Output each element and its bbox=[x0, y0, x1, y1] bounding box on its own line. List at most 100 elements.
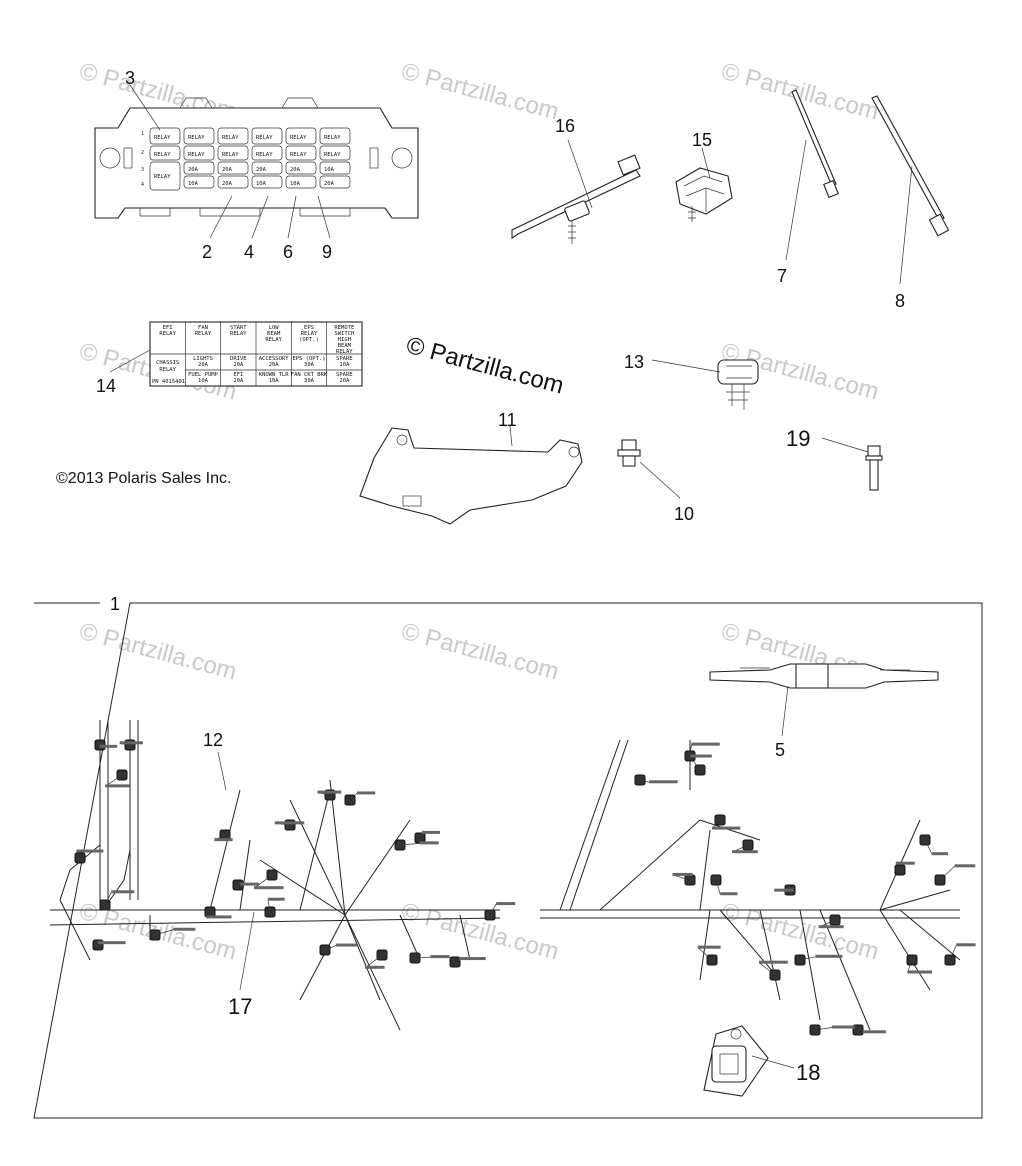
callout-11: 11 bbox=[498, 410, 517, 430]
harness-leader bbox=[414, 956, 431, 959]
harness-branch bbox=[569, 739, 629, 911]
watermark-text: © Partzilla.com bbox=[398, 618, 561, 686]
connector-clip bbox=[675, 167, 733, 222]
harness-leader bbox=[324, 945, 337, 951]
harness-annotation bbox=[907, 970, 932, 974]
harness-annotation bbox=[720, 892, 738, 896]
fuse-cell bbox=[319, 127, 351, 145]
fuse-cell-label: RELAY bbox=[188, 152, 205, 158]
harness-branch bbox=[109, 849, 131, 901]
label-cell-text: 20A bbox=[269, 362, 280, 368]
relay-cell bbox=[149, 161, 181, 191]
harness-branch bbox=[699, 829, 711, 911]
harness-annotation bbox=[173, 927, 196, 931]
harness-leader bbox=[419, 832, 423, 839]
cable-ties bbox=[791, 89, 950, 237]
harness-leader bbox=[639, 779, 650, 783]
harness-branch bbox=[259, 859, 346, 916]
harness-annotation bbox=[430, 955, 450, 959]
label-cell-text: RELAY bbox=[230, 331, 247, 337]
harness-leader bbox=[799, 956, 816, 961]
harness-annotation bbox=[931, 852, 949, 856]
label-cell-text: LIGHTS bbox=[193, 356, 213, 362]
fuse-cell bbox=[149, 145, 181, 161]
main-harness-left bbox=[49, 720, 516, 1031]
harness-branch bbox=[59, 899, 91, 961]
fuse-cell bbox=[251, 175, 283, 189]
fuse-cell-label: 10A bbox=[256, 181, 267, 187]
harness-branch bbox=[699, 909, 711, 981]
label-cell-text: DRIVE bbox=[230, 356, 247, 362]
fuse-cell-label: RELAY bbox=[324, 135, 341, 141]
fuse-cell bbox=[217, 145, 249, 161]
fuse-label-decal: EFIRELAYFANRELAYSTARTRELAYLOWBEAMRELAYEP… bbox=[149, 321, 363, 387]
harness-branch bbox=[209, 789, 241, 911]
label-cell-text: FAN bbox=[198, 325, 208, 331]
label-cell-text: FAN CKT BRK bbox=[291, 372, 328, 378]
fuse-cell bbox=[319, 175, 351, 189]
fuse-row-label: 3 bbox=[141, 167, 144, 173]
watermark-text: © Partzilla.com bbox=[398, 58, 561, 126]
fuse-cell bbox=[183, 161, 215, 175]
fuse-cell bbox=[251, 127, 283, 145]
harness-annotation bbox=[459, 957, 486, 961]
harness-annotation bbox=[335, 943, 357, 947]
harness-annotation bbox=[732, 850, 758, 854]
harness-annotation bbox=[105, 784, 130, 788]
fuse-cell-label: RELAY bbox=[256, 152, 273, 158]
harness-annotation bbox=[697, 945, 721, 949]
leader-lines bbox=[109, 84, 913, 1069]
label-cell-text: SPARE bbox=[336, 356, 353, 362]
label-cell-text: RELAY bbox=[301, 331, 318, 337]
fuse-cell bbox=[251, 161, 283, 175]
fuse-cell bbox=[217, 175, 249, 189]
harness-annotation bbox=[831, 1025, 855, 1029]
fuse-cell bbox=[285, 127, 317, 145]
harness-annotation bbox=[815, 954, 843, 958]
harness-leader bbox=[857, 1029, 863, 1033]
harness-leader bbox=[689, 744, 692, 757]
label-cell-text: SPARE bbox=[336, 372, 353, 378]
harness-annotation bbox=[240, 882, 259, 886]
callout-9: 9 bbox=[322, 242, 332, 262]
callout-1: 1 bbox=[110, 594, 120, 614]
harness-annotation bbox=[818, 925, 844, 929]
harness-leader bbox=[454, 958, 460, 963]
cable-tie-mount bbox=[511, 154, 641, 244]
fuse-cell-label: 20A bbox=[188, 167, 199, 173]
fuse-cell-label: RELAY bbox=[154, 135, 171, 141]
fuse-cell-label: RELAY bbox=[324, 152, 341, 158]
fuse-cell-label: RELAY bbox=[154, 174, 171, 180]
harness-annotation bbox=[862, 1030, 886, 1034]
harness-leader bbox=[814, 1027, 832, 1031]
harness-branch bbox=[799, 909, 821, 1021]
harness-annotation bbox=[356, 791, 376, 795]
harness-annotation bbox=[712, 826, 741, 830]
harness-branch bbox=[344, 819, 411, 916]
inline-fuse-holder bbox=[709, 663, 939, 689]
label-cell-text: RELAY bbox=[265, 337, 282, 343]
label-cell-text: FUEL PUMP bbox=[188, 372, 218, 378]
fuse-cell bbox=[251, 145, 283, 161]
callout-19: 19 bbox=[786, 426, 810, 451]
label-cell-text: (OPT.) bbox=[299, 337, 319, 343]
harness-branch bbox=[559, 739, 621, 911]
fuse-cell bbox=[183, 175, 215, 189]
harness-annotation bbox=[956, 943, 976, 947]
harness-annotation bbox=[421, 830, 441, 834]
harness-leader bbox=[399, 843, 420, 846]
harness-branch bbox=[879, 889, 951, 911]
copyright-notice: ©2013 Polaris Sales Inc. bbox=[56, 470, 231, 487]
harness-leader bbox=[253, 874, 273, 889]
label-cell-text: EFI bbox=[233, 372, 243, 378]
label-cell-text: EPS (OPT.) bbox=[292, 356, 325, 362]
fuse-cell bbox=[285, 145, 317, 161]
fuse-cell bbox=[319, 145, 351, 161]
harness-annotation bbox=[690, 754, 712, 758]
label-cell-text: HIGH bbox=[338, 337, 351, 343]
callout-4: 4 bbox=[244, 242, 254, 262]
harness-annotation bbox=[954, 864, 976, 868]
fuse-cell-label: RELAY bbox=[188, 135, 205, 141]
